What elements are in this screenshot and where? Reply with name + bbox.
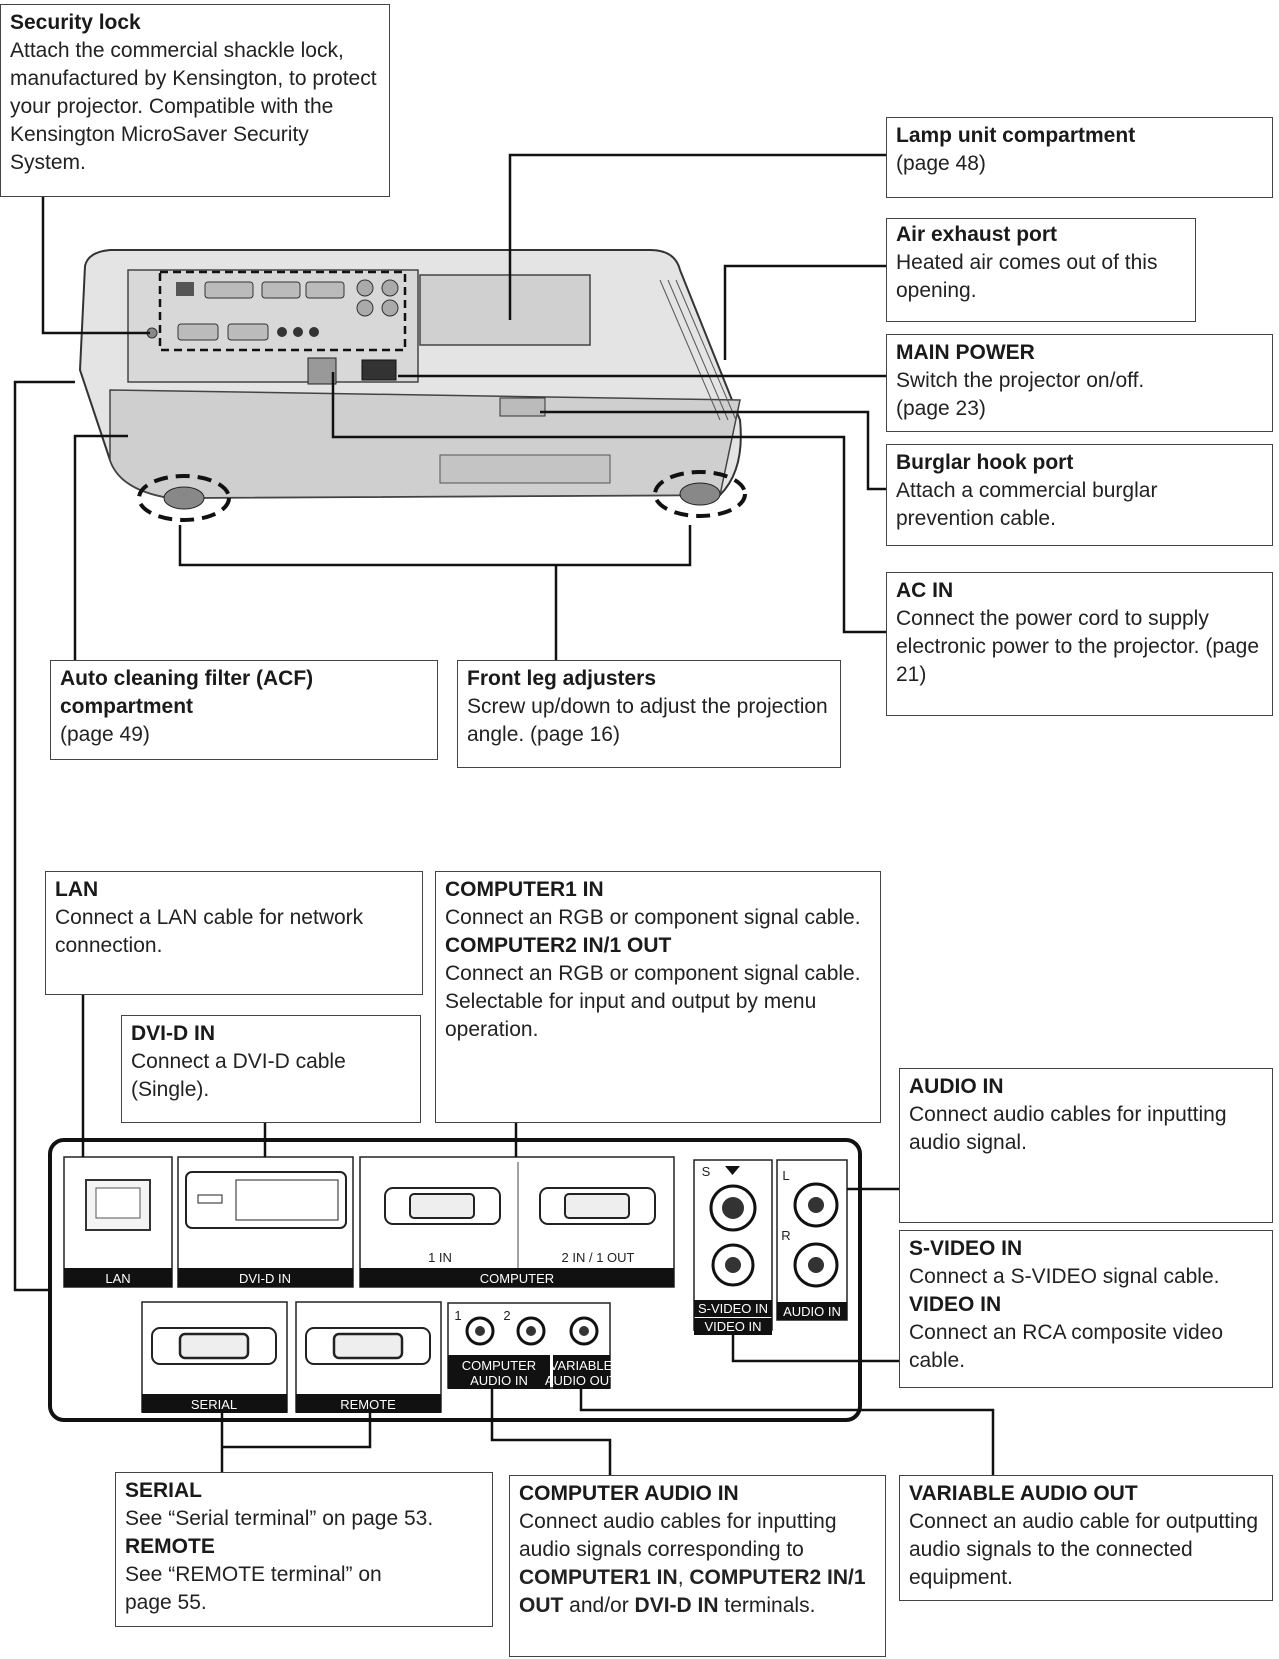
computer1-in-label: 1 IN bbox=[428, 1250, 452, 1265]
serial-title: SERIAL bbox=[125, 1479, 203, 1502]
variable-audio-callout: VARIABLE AUDIO OUT Connect an audio cabl… bbox=[899, 1475, 1273, 1601]
main-power-title: MAIN POWER bbox=[896, 341, 1035, 364]
computer1-desc: Connect an RGB or component signal cable… bbox=[445, 906, 861, 929]
air-exhaust-callout: Air exhaust port Heated air comes out of… bbox=[886, 218, 1196, 322]
audio-in-title: AUDIO IN bbox=[909, 1075, 1004, 1098]
audio-in-desc: Connect audio cables for inputting audio… bbox=[909, 1103, 1227, 1154]
security-lock-desc: Attach the commercial shackle lock, manu… bbox=[10, 39, 377, 174]
acf-title: Auto cleaning filter (ACF) compartment bbox=[60, 667, 314, 718]
remote-title: REMOTE bbox=[125, 1535, 215, 1558]
computer2-title: COMPUTER2 IN/1 OUT bbox=[445, 934, 672, 957]
security-lock-title: Security lock bbox=[10, 11, 141, 34]
audio-in-callout: AUDIO IN Connect audio cables for inputt… bbox=[899, 1068, 1273, 1223]
front-leg-callout: Front leg adjusters Screw up/down to adj… bbox=[457, 660, 841, 768]
projector-illustration bbox=[78, 249, 747, 522]
svideo-in-port-label: S-VIDEO IN bbox=[698, 1301, 768, 1316]
audio-in-port-label: AUDIO IN bbox=[783, 1304, 841, 1319]
computer-audio-callout: COMPUTER AUDIO IN Connect audio cables f… bbox=[509, 1475, 886, 1657]
lamp-unit-desc: (page 48) bbox=[896, 152, 986, 175]
computer-callout: COMPUTER1 IN Connect an RGB or component… bbox=[435, 871, 881, 1123]
computer1-title: COMPUTER1 IN bbox=[445, 878, 604, 901]
computer-port-label: COMPUTER bbox=[480, 1271, 554, 1286]
terminal-panel: LAN DVI-D IN 1 IN 2 IN / 1 OUT COMPUTER … bbox=[48, 1138, 862, 1422]
dvi-port-label: DVI-D IN bbox=[239, 1271, 291, 1286]
svideo-title: S-VIDEO IN bbox=[909, 1237, 1023, 1260]
computer-audio-title: COMPUTER AUDIO IN bbox=[519, 1482, 739, 1505]
burglar-hook-desc: Attach a commercial burglar prevention c… bbox=[896, 479, 1158, 530]
computer-audio-desc-b: terminals. bbox=[718, 1594, 816, 1617]
front-leg-title: Front leg adjusters bbox=[467, 667, 657, 690]
lan-desc: Connect a LAN cable for network connecti… bbox=[55, 906, 364, 957]
acf-callout: Auto cleaning filter (ACF) compartment (… bbox=[50, 660, 438, 760]
main-power-desc: Switch the projector on/off. (page 23) bbox=[896, 369, 1145, 420]
burglar-hook-callout: Burglar hook port Attach a commercial bu… bbox=[886, 444, 1273, 546]
video-desc: Connect an RCA composite video cable. bbox=[909, 1321, 1224, 1372]
remote-port-label: REMOTE bbox=[340, 1397, 396, 1412]
computer-audio-desc-a: Connect audio cables for inputting audio… bbox=[519, 1510, 837, 1561]
dvi-callout: DVI-D IN Connect a DVI-D cable (Single). bbox=[121, 1015, 421, 1123]
video-in-port-label: VIDEO IN bbox=[704, 1319, 761, 1334]
computer-audio-term-3: DVI-D IN bbox=[634, 1594, 719, 1617]
serial-port-label: SERIAL bbox=[191, 1397, 237, 1412]
main-power-callout: MAIN POWER Switch the projector on/off. … bbox=[886, 334, 1273, 432]
variable-audio-label-2: AUDIO OUT bbox=[545, 1373, 617, 1388]
variable-audio-label-1: VARIABLE bbox=[550, 1358, 613, 1373]
computer-audio-sep-2: and/or bbox=[563, 1594, 635, 1617]
ac-in-desc: Connect the power cord to supply electro… bbox=[896, 607, 1260, 686]
lan-callout: LAN Connect a LAN cable for network conn… bbox=[45, 871, 423, 995]
computer2-desc: Connect an RGB or component signal cable… bbox=[445, 962, 861, 1041]
comp-audio-label-1: COMPUTER bbox=[462, 1358, 536, 1373]
lamp-unit-title: Lamp unit compartment bbox=[896, 124, 1136, 147]
svideo-desc: Connect a S-VIDEO signal cable. bbox=[909, 1265, 1220, 1288]
serial-desc: See “Serial terminal” on page 53. bbox=[125, 1507, 434, 1530]
video-title: VIDEO IN bbox=[909, 1293, 1002, 1316]
security-lock-callout: Security lock Attach the commercial shac… bbox=[0, 4, 390, 197]
panel-leader-lines bbox=[81, 995, 995, 1475]
burglar-hook-title: Burglar hook port bbox=[896, 451, 1074, 474]
variable-audio-title: VARIABLE AUDIO OUT bbox=[909, 1482, 1138, 1505]
computer-audio-term-1: COMPUTER1 IN bbox=[519, 1566, 678, 1589]
dvi-title: DVI-D IN bbox=[131, 1022, 215, 1045]
svideo-s-mark: S bbox=[702, 1164, 711, 1179]
comp-audio-label-2: AUDIO IN bbox=[470, 1373, 528, 1388]
ac-in-callout: AC IN Connect the power cord to supply e… bbox=[886, 572, 1273, 716]
acf-desc: (page 49) bbox=[60, 723, 150, 746]
comp-audio-2-mark: 2 bbox=[503, 1308, 510, 1323]
ac-in-title: AC IN bbox=[896, 579, 954, 602]
audio-l-mark: L bbox=[782, 1168, 789, 1183]
computer-audio-term-2: COMPUTER2 IN/1 OUT bbox=[519, 1566, 866, 1617]
front-leg-desc: Screw up/down to adjust the projection a… bbox=[467, 695, 828, 746]
serial-remote-callout: SERIAL See “Serial terminal” on page 53.… bbox=[115, 1472, 493, 1627]
leader-lines bbox=[13, 153, 890, 1292]
svideo-callout: S-VIDEO IN Connect a S-VIDEO signal cabl… bbox=[899, 1230, 1273, 1388]
computer-audio-desc: Connect audio cables for inputting audio… bbox=[519, 1508, 876, 1620]
remote-desc: See “REMOTE terminal” on page 55. bbox=[125, 1563, 382, 1614]
computer-audio-sep-1: , bbox=[677, 1566, 690, 1589]
dvi-desc: Connect a DVI-D cable (Single). bbox=[131, 1050, 346, 1101]
comp-audio-1-mark: 1 bbox=[454, 1308, 461, 1323]
air-exhaust-title: Air exhaust port bbox=[896, 223, 1058, 246]
lan-port-label: LAN bbox=[105, 1271, 130, 1286]
computer2-in-label: 2 IN / 1 OUT bbox=[562, 1250, 635, 1265]
audio-r-mark: R bbox=[781, 1228, 790, 1243]
lamp-unit-callout: Lamp unit compartment (page 48) bbox=[886, 117, 1273, 198]
variable-audio-desc: Connect an audio cable for outputting au… bbox=[909, 1510, 1259, 1589]
lan-title: LAN bbox=[55, 878, 99, 901]
air-exhaust-desc: Heated air comes out of this opening. bbox=[896, 251, 1158, 302]
